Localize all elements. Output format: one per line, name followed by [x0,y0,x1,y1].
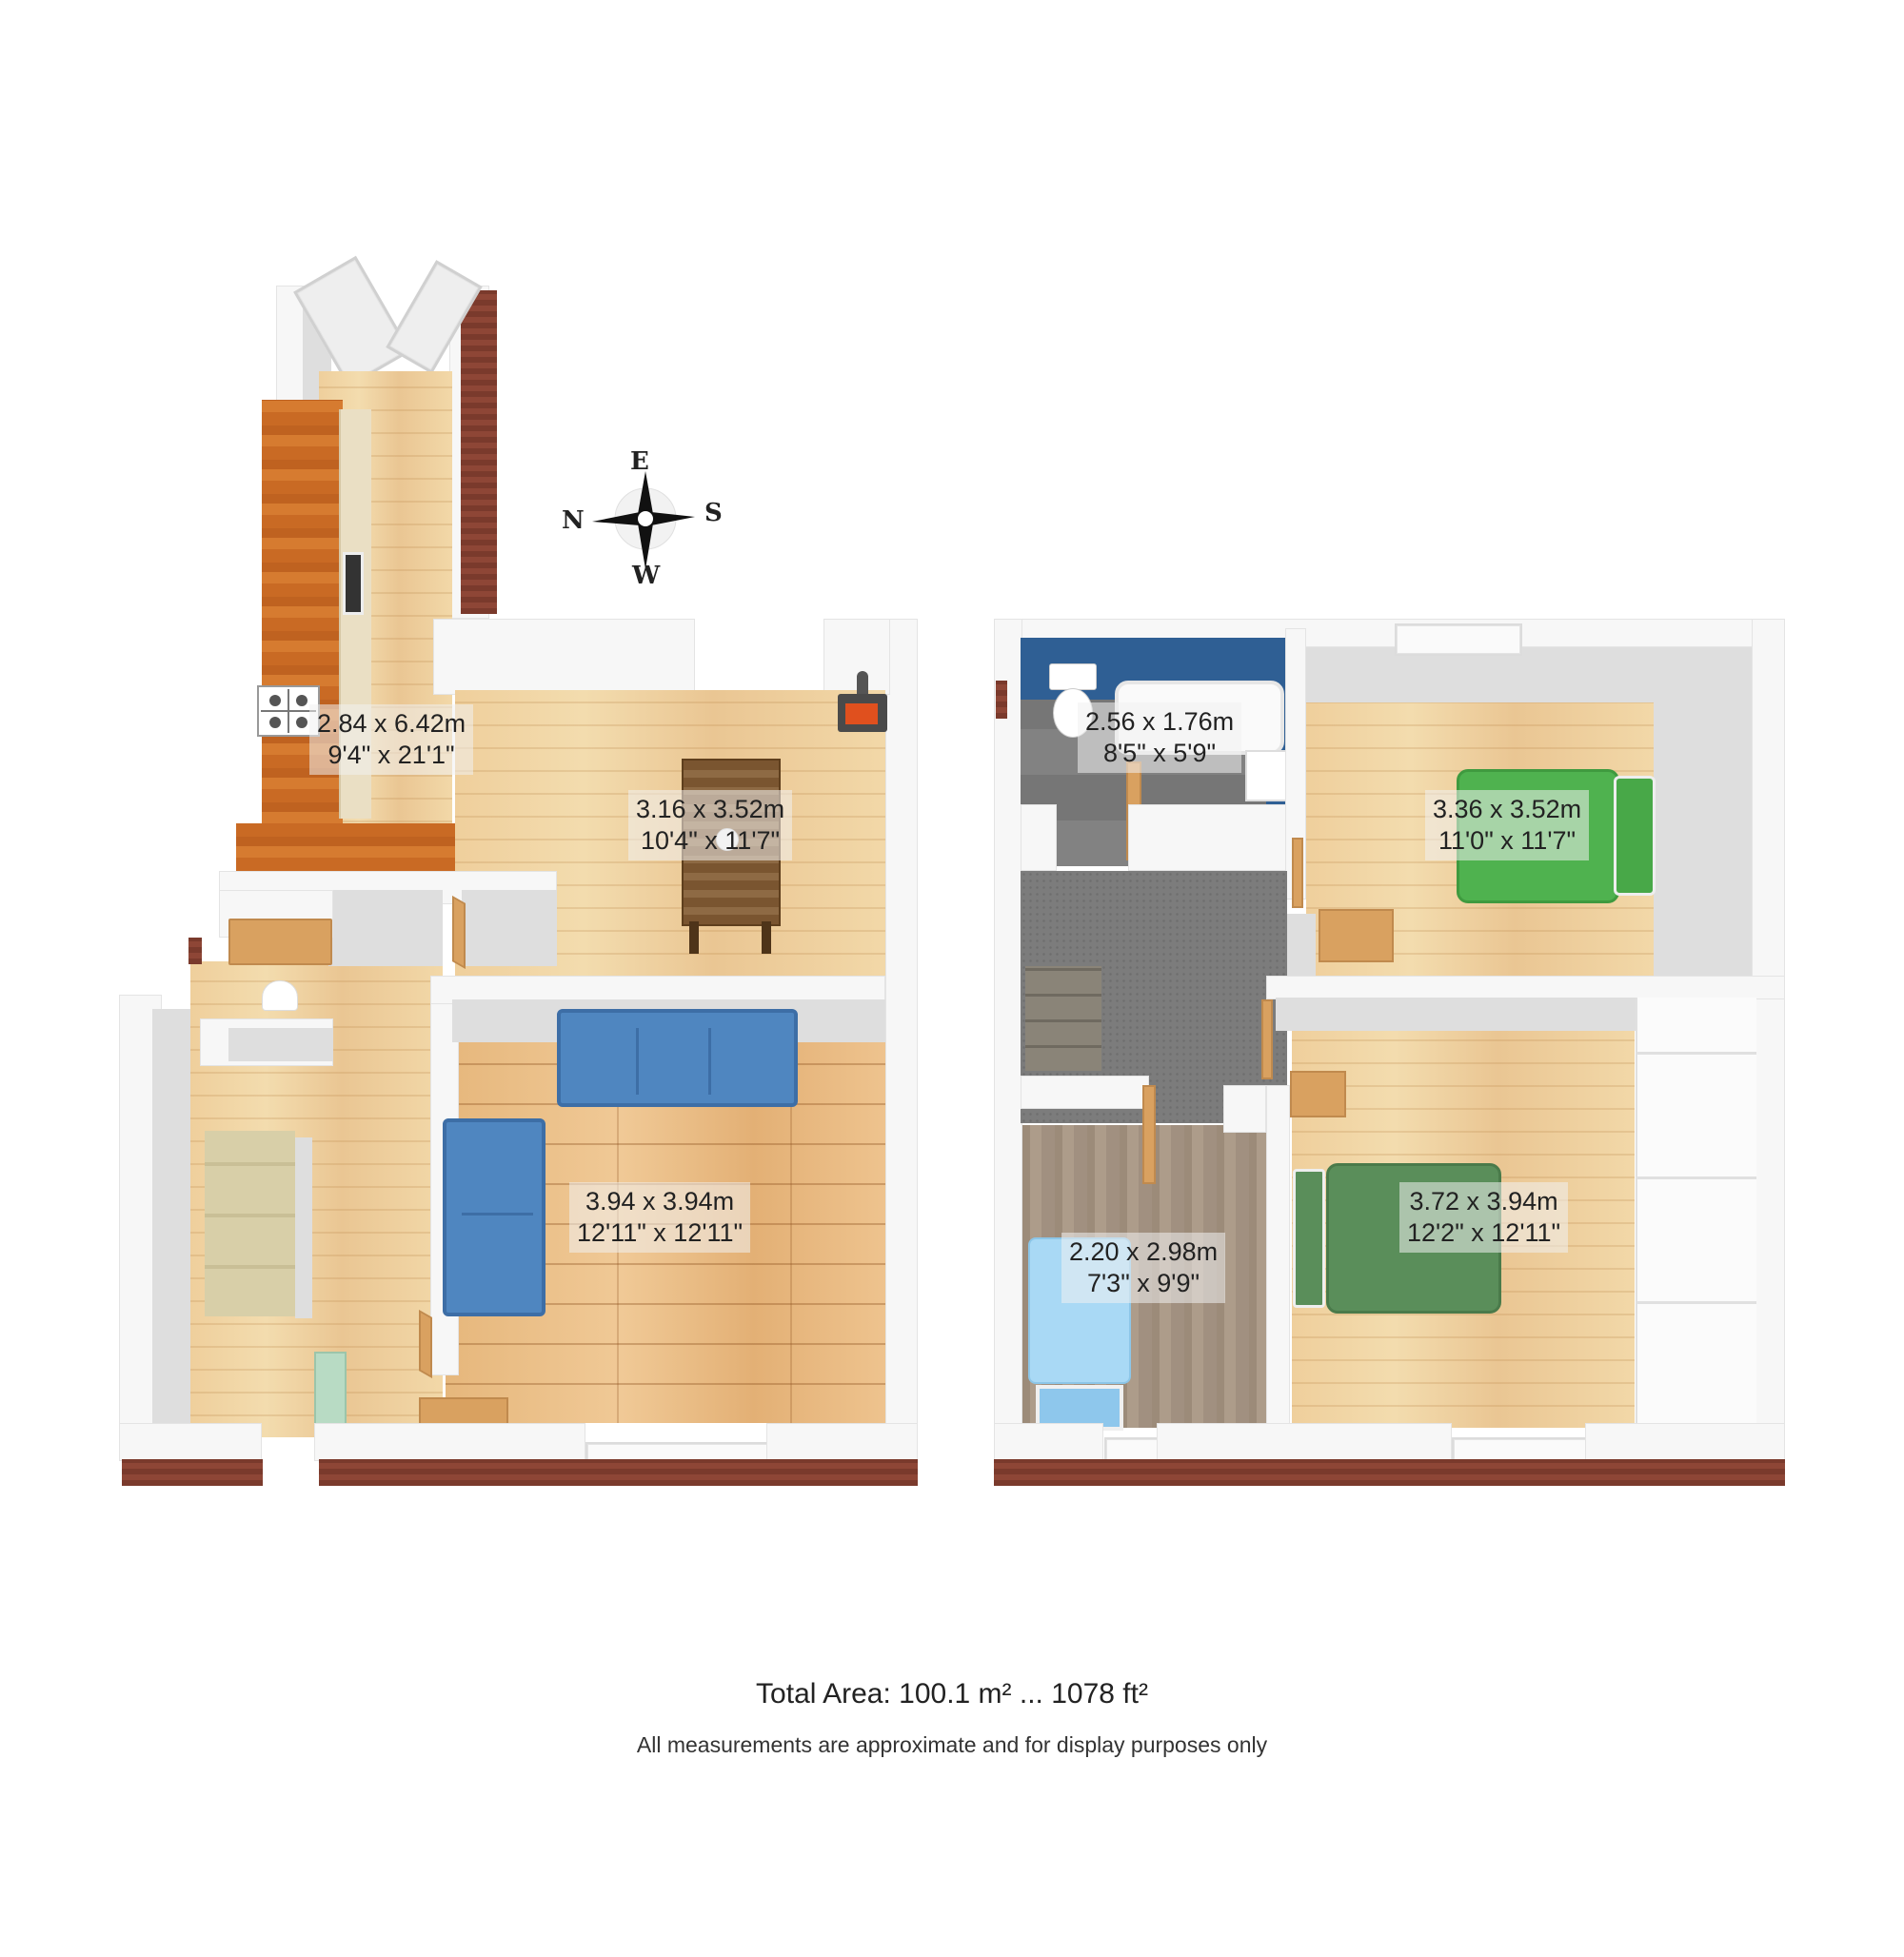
compass-west-label: W [632,562,661,590]
compass-north-label: N [562,506,585,535]
first-floor-stairs [1025,966,1101,1071]
bedroom-2-door-edge[interactable] [1261,999,1273,1079]
bedroom-3-right-wall [1266,1085,1290,1428]
sink-icon [1245,750,1289,801]
bathroom-imperial: 8'5" x 5'9" [1103,739,1217,767]
dining-dimension-label: 3.16 x 3.52m 10'4" x 11'7" [628,790,793,860]
bedroom-1-pillow [1614,776,1656,896]
bedroom-1-rear-wall-face [1306,647,1656,702]
first-front-brick [994,1459,1785,1486]
wc-lower-wall-face [228,1028,333,1061]
kitchen-worktop-return [236,823,455,871]
wc-window-brick [188,938,202,964]
bedroom-1-imperial: 11'0" x 11'7" [1438,826,1577,855]
first-front-wall-right [1585,1423,1785,1461]
compass-star-icon [592,471,695,569]
living-room-sofa-left [443,1118,545,1316]
living-room-imperial: 12'11" x 12'11" [577,1218,744,1247]
ground-left-outer-wall-side [152,1009,190,1442]
wood-stove-icon [836,671,889,738]
dining-table-leg-right [762,921,771,954]
first-front-wall-left [994,1423,1103,1461]
living-room-metric: 3.94 x 3.94m [585,1187,735,1216]
kitchen-dimension-label: 2.84 x 6.42m 9'4" x 21'1" [309,704,474,775]
bedroom-3-door[interactable] [1142,1085,1156,1184]
first-right-outer-wall [1752,619,1785,1456]
first-left-outer-wall [994,619,1022,1456]
bedroom-1-door-edge[interactable] [1292,838,1303,908]
first-front-wall-middle [1157,1423,1452,1461]
bedroom-3-dimension-label: 2.20 x 2.98m 7'3" x 9'9" [1061,1233,1226,1303]
ground-front-wall-right [766,1423,918,1461]
kitchen-divider-wall-face [328,890,443,966]
bedroom-1-lower-wall [1266,976,1785,999]
dining-imperial: 10'4" x 11'7" [641,826,781,855]
bedroom-2-imperial: 12'2" x 12'11" [1407,1218,1561,1247]
kitchen-worktop [262,400,343,871]
living-room-sofa-top [557,1009,798,1107]
bedroom-2-upper-wall-face [1276,998,1652,1031]
compass-east-label: E [630,447,649,476]
kitchen-imperial: 9'4" x 21'1" [327,741,455,769]
bedroom-2-door[interactable] [1290,1071,1346,1117]
bedroom-2-dimension-label: 3.72 x 3.94m 12'2" x 12'11" [1399,1182,1569,1253]
bathroom-right-wall [1285,628,1306,899]
ground-front-brick-left [122,1459,263,1486]
ground-front-brick-right [319,1459,918,1486]
hob-burners-icon [261,689,316,733]
bedroom-2-left-stub [1223,1085,1266,1133]
bedroom-1-metric: 3.36 x 3.52m [1433,795,1582,823]
sofa-cushion-divider [708,1028,711,1095]
bedroom-3-imperial: 7'3" x 9'9" [1087,1269,1200,1297]
toilet-cistern-icon [1049,663,1097,690]
bathroom-metric: 2.56 x 1.76m [1085,707,1235,736]
bedroom-2-metric: 3.72 x 3.94m [1409,1187,1558,1216]
bedroom-3-top-wall [1021,1076,1149,1109]
compass-rose: E N S W [562,447,724,600]
stairs-side-wall [295,1137,312,1318]
dining-table-leg-left [689,921,699,954]
bedroom-2-wardrobes [1636,998,1756,1426]
compass-south-label: S [704,499,723,527]
sofa-cushion-divider [636,1028,639,1095]
bedroom-1-door[interactable] [1319,909,1394,962]
bedroom-1-lower-wall-stub [1287,914,1316,976]
bedroom-1-window [1395,623,1522,656]
ground-right-outer-wall [885,619,918,1456]
oven-icon [343,552,364,615]
bedroom-2-pillow [1293,1169,1325,1308]
bathroom-window-brick [996,681,1007,719]
sofa-cushion-divider [462,1213,533,1216]
wc-door[interactable] [228,919,332,965]
ground-rear-wall-middle [433,619,695,695]
ground-front-wall-left [119,1423,262,1461]
kitchen-exterior-brick [461,290,497,614]
disclaimer-text: All measurements are approximate and for… [636,1732,1268,1757]
ground-floor-stairs [205,1131,295,1316]
bedroom-3-metric: 2.20 x 2.98m [1069,1237,1219,1266]
living-room-door[interactable] [419,1309,432,1379]
bedroom-1-dimension-label: 3.36 x 3.52m 11'0" x 11'7" [1425,790,1590,860]
total-area-text: Total Area: 100.1 m² ... 1078 ft² [756,1678,1148,1710]
dining-door[interactable] [452,895,466,970]
toilet-icon [262,980,298,1011]
dining-metric: 3.16 x 3.52m [636,795,785,823]
bathroom-left-stub [1021,804,1057,871]
kitchen-metric: 2.84 x 6.42m [317,709,466,738]
dining-divider-wall-face [462,890,557,966]
bathroom-lower-wall [1128,804,1295,871]
bathroom-dimension-label: 2.56 x 1.76m 8'5" x 5'9" [1078,702,1242,773]
ground-front-wall-middle [314,1423,585,1461]
stove-flue-icon [857,671,868,700]
stove-fire-icon [845,703,878,724]
living-room-dimension-label: 3.94 x 3.94m 12'11" x 12'11" [569,1182,751,1253]
